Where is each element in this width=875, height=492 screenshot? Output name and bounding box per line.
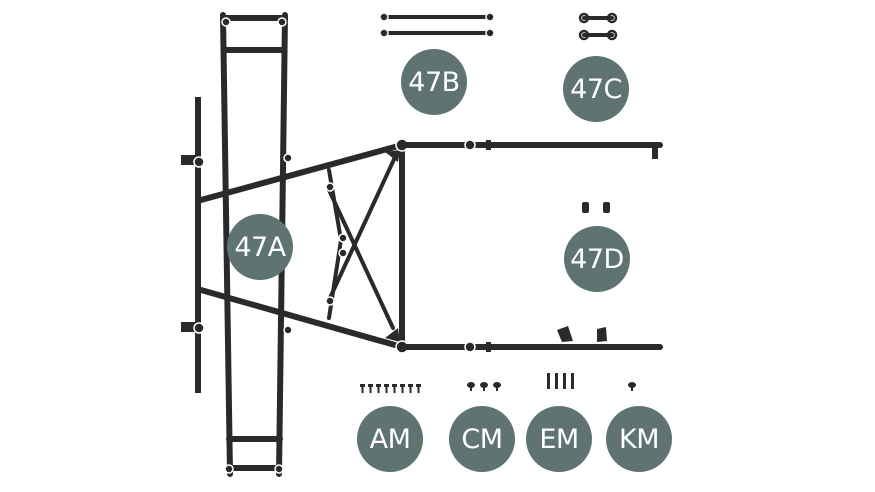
label-km: KM <box>606 406 672 472</box>
screw <box>496 387 498 391</box>
clip-eye <box>578 12 590 24</box>
cross-brace <box>327 188 395 330</box>
frame-joint <box>325 296 335 306</box>
frame-arm-upper <box>198 142 405 203</box>
cross-brace <box>327 153 398 302</box>
screw <box>361 387 364 393</box>
pin <box>571 373 574 389</box>
frame-joint <box>193 156 205 168</box>
screw <box>417 387 420 393</box>
label-em: EM <box>526 406 592 472</box>
screw <box>480 382 488 388</box>
pin <box>563 373 566 389</box>
label-47b: 47B <box>401 49 467 115</box>
screw <box>400 384 405 387</box>
rail-bracket <box>557 326 573 342</box>
rail-end-tab <box>652 145 658 159</box>
screw <box>401 387 404 393</box>
pins-em <box>547 373 574 389</box>
screw <box>628 382 636 388</box>
screw <box>368 384 373 387</box>
label-47d: 47D <box>564 226 630 292</box>
pin <box>547 373 550 389</box>
bars-47b <box>379 12 495 38</box>
bracket <box>582 202 589 213</box>
rear-post <box>195 97 201 393</box>
rail-collar <box>486 140 491 150</box>
screw <box>377 387 380 393</box>
frame-joint <box>277 17 287 27</box>
bar-end <box>485 12 495 22</box>
clip-eye <box>606 29 618 41</box>
screws-cm <box>467 382 501 391</box>
rail-bracket <box>597 327 607 342</box>
screw <box>385 387 388 393</box>
screw <box>470 387 472 391</box>
frame-joint <box>464 139 476 151</box>
screw <box>631 387 633 391</box>
screw <box>493 382 501 388</box>
bracket <box>603 202 610 213</box>
frame-47a <box>181 12 663 477</box>
screws-am <box>360 384 421 393</box>
screws-km <box>628 382 636 391</box>
screw <box>384 384 389 387</box>
ladder-rail-left <box>220 12 233 477</box>
bar-end <box>485 28 495 38</box>
screw <box>483 387 485 391</box>
screw <box>360 384 365 387</box>
frame-arm-lower <box>198 287 405 350</box>
label-47a: 47A <box>227 214 293 280</box>
frame-joint <box>338 233 348 243</box>
frame-joint <box>224 464 234 474</box>
screw <box>369 387 372 393</box>
label-47c: 47C <box>563 56 629 122</box>
frame-joint <box>464 341 476 353</box>
label-am: AM <box>357 406 423 472</box>
frame-joint <box>193 322 205 334</box>
gusset-plate <box>385 328 400 342</box>
clip-eye <box>606 12 618 24</box>
pin <box>555 373 558 389</box>
screw <box>376 384 381 387</box>
frame-joint <box>325 182 335 192</box>
brackets-47d <box>582 202 610 213</box>
rail-collar <box>486 342 491 352</box>
clip-eye <box>578 29 590 41</box>
frame-joint <box>283 153 293 163</box>
screw <box>409 387 412 393</box>
gusset-plate <box>385 150 400 162</box>
rear-mount <box>181 155 195 165</box>
frame-joint <box>283 325 293 335</box>
screw <box>416 384 421 387</box>
screw <box>408 384 413 387</box>
frame-joint <box>338 248 348 258</box>
label-cm: CM <box>449 406 515 472</box>
clips-47c <box>578 12 618 41</box>
screw <box>392 384 397 387</box>
screw <box>393 387 396 393</box>
frame-joint <box>274 464 284 474</box>
screw <box>467 382 475 388</box>
bar-end <box>379 12 389 22</box>
bar-end <box>379 28 389 38</box>
rear-mount <box>181 322 195 332</box>
frame-joint <box>221 17 231 27</box>
